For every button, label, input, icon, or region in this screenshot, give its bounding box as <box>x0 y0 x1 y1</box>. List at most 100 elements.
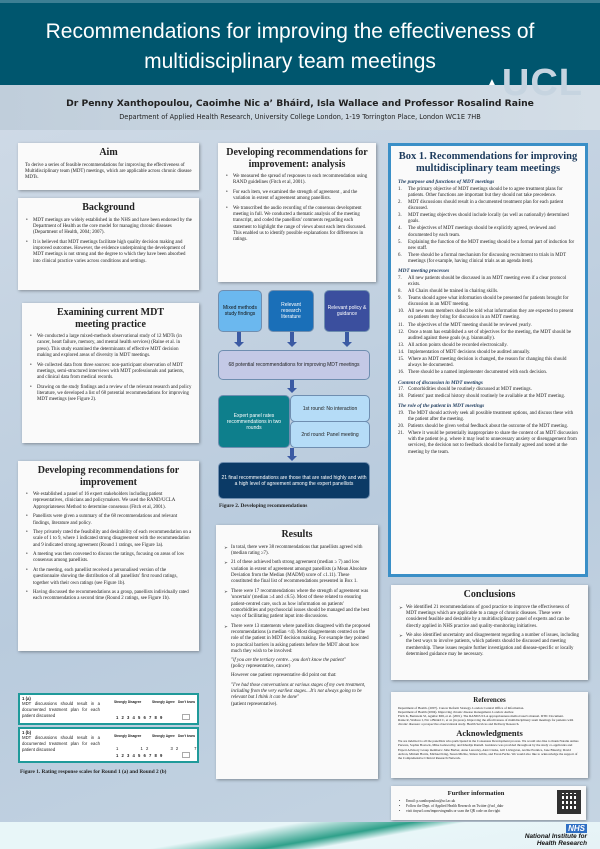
list-item: We collected data from three sources: no… <box>29 363 192 382</box>
item-text: The MDT should actively seek all possibl… <box>408 410 574 422</box>
scale-left-label: Strongly Disagree <box>114 700 142 704</box>
recommendation-item: 7. All new patients should be discussed i… <box>398 276 578 288</box>
list-item: We conducted a large mixed-methods obser… <box>29 334 192 360</box>
recommendation-item: 19.The MDT should actively seek all poss… <box>398 411 578 423</box>
website-link[interactable]: visit tinyurl.com/improvingmdts or scan … <box>398 809 554 814</box>
box1-list: 1.The primary objective of MDT meetings … <box>398 187 578 266</box>
aim-panel: Aim To derive a series of feasible recom… <box>18 143 199 190</box>
ucl-logo: ▲UCL <box>487 64 583 102</box>
flow-box-round2: 2nd round: Panel meeting <box>290 421 370 448</box>
item-number: 11. <box>398 322 404 328</box>
aim-text: To derive a series of feasible recommend… <box>25 162 192 181</box>
arrow-down-icon <box>287 332 297 347</box>
list-item: MDT meetings are widely established in t… <box>25 218 192 237</box>
recommendation-item: 8.All Chairs should be trained in chairi… <box>398 289 578 295</box>
box1-section-heading: The purpose and functions of MDT meeting… <box>398 179 495 186</box>
nihr-line-2: Health Research <box>536 840 587 847</box>
scale-label: 1 (b) <box>22 730 32 735</box>
list-item: Having discussed the recommendations as … <box>25 590 192 603</box>
recommendation-item: 6.There should be a formal mechanism for… <box>398 253 578 265</box>
box1-section-heading: MDT meeting processes <box>398 268 450 275</box>
reference-item: Department of Health (2004). Improving c… <box>398 710 515 715</box>
scale-question: MDT discussions should result in a docum… <box>22 701 100 719</box>
scale-left-label: Strongly Disagree <box>114 734 142 738</box>
list-item: They privately rated the feasibility and… <box>25 530 192 549</box>
examining-panel: Examining current MDT meeting practice W… <box>22 303 199 443</box>
flow-box-potential-recommendations: 68 potential recommendations for improvi… <box>218 350 370 380</box>
scale-right-label: Strongly Agree <box>152 700 175 704</box>
figure2-caption: Figure 2. Developing recommendations <box>219 503 308 509</box>
box1-list: 19.The MDT should actively seek all poss… <box>398 411 578 456</box>
item-number: 7. <box>398 275 402 281</box>
reference-item: Department of Health. (2007). Cancer Ref… <box>398 706 525 711</box>
examining-heading: Examining current MDT meeting practice <box>56 307 165 330</box>
round1-distribution: 1 1 2 3 2 7 <box>116 746 197 751</box>
recommendation-item: 2.MDT discussions should result in a doc… <box>398 200 578 212</box>
item-text: The objectives of MDT meetings should be… <box>408 226 556 238</box>
item-text: Patients should be given verbal feedback… <box>408 424 569 429</box>
item-text: All action points should be recorded ele… <box>408 342 508 348</box>
footer-swoosh <box>0 822 600 849</box>
conclusions-panel: Conclusions We identified 21 recommendat… <box>391 585 588 680</box>
scale-question: MDT discussions should result in a docum… <box>22 735 100 753</box>
results-panel: Results In total, there were 38 recommen… <box>216 525 378 779</box>
references-panel: References Department of Health. (2007).… <box>391 692 588 778</box>
item-number: 21. <box>398 431 405 437</box>
background-heading: Background <box>82 202 135 213</box>
list-item: We identified 21 recommendations of good… <box>398 605 581 631</box>
flow-box-expert-panel: Expert panel rates recommendations in tw… <box>218 395 290 448</box>
scale-numbers[interactable]: 1 2 3 4 5 6 7 8 9 <box>116 753 163 758</box>
further-info-panel: Further information Email: p.xanthopoulo… <box>391 786 586 820</box>
recommendation-item: 15.Where an MDT meeting decision is chan… <box>398 357 578 369</box>
item-text: Once a team has established a set of obj… <box>408 329 572 341</box>
item-number: 9. <box>398 296 402 301</box>
item-number: 1. <box>398 186 402 192</box>
dont-know-label: Don't know <box>177 734 195 738</box>
further-info-heading: Further information <box>447 790 505 797</box>
item-number: 18. <box>398 394 405 400</box>
list-item: We established a panel of 16 expert stak… <box>25 492 192 511</box>
twitter-link[interactable]: Follow the Dept. of Applied Health Resea… <box>398 804 554 809</box>
arrow-down-icon <box>287 380 297 393</box>
quote: "I've had those conversations at various… <box>231 682 366 701</box>
department-address: Department of Applied Health Research, U… <box>119 113 481 121</box>
item-text: All new team members should be told what… <box>408 309 574 321</box>
item-text: There should be a named implementer docu… <box>408 370 548 376</box>
rating-scale-round1: 1 (a) MDT discussions should result in a… <box>18 693 199 725</box>
nhs-logo: NHS <box>566 824 587 833</box>
recommendation-item: 14.Implementation of MDT decisions shoul… <box>398 350 578 356</box>
item-number: 10. <box>398 309 405 315</box>
scale-numbers[interactable]: 1 2 3 4 5 6 7 8 9 <box>116 715 163 720</box>
item-text: All new patients should be discussed in … <box>408 275 567 287</box>
item-number: 4. <box>398 226 402 232</box>
item-number: 19. <box>398 410 405 416</box>
list-item: A meeting was then convened to discuss t… <box>25 552 192 565</box>
item-text: Where an MDT meeting decision is changed… <box>408 357 567 369</box>
authors: Dr Penny Xanthopoulou, Caoimhe Nic a’ Bh… <box>66 98 534 109</box>
recommendation-item: 3.MDT meeting objectives should include … <box>398 213 578 225</box>
qr-code[interactable] <box>557 790 581 814</box>
list-item: There were 17 recommendations where the … <box>223 589 371 621</box>
item-text: Implementation of MDT decisions should b… <box>408 350 531 355</box>
recommendation-item: 18.Patients' past medical history should… <box>398 394 578 400</box>
box1-section-heading: Content of discussion in MDT meetings <box>398 379 483 386</box>
item-text: MDT discussions should result in a docum… <box>408 199 564 211</box>
conclusions-heading: Conclusions <box>463 589 516 600</box>
background-panel: Background MDT meetings are widely estab… <box>18 198 199 290</box>
recommendation-item: 4. The objectives of MDT meetings should … <box>398 226 578 238</box>
flow-box-research-literature: Relevant research literature <box>268 290 314 332</box>
dont-know-checkbox[interactable] <box>182 714 190 720</box>
item-number: 15. <box>398 357 405 363</box>
item-text: The objectives of the MDT meeting should… <box>408 322 532 328</box>
analysis-heading: Developing recommendations for improveme… <box>226 147 368 170</box>
box1-list: 7. All new patients should be discussed i… <box>398 276 578 377</box>
developing-panel: Developing recommendations for improveme… <box>18 461 199 651</box>
flow-box-study-findings: Mixed methods study findings <box>218 290 262 332</box>
item-number: 3. <box>398 213 402 219</box>
dont-know-checkbox[interactable] <box>182 752 190 758</box>
author-band <box>0 85 600 130</box>
email-link[interactable]: Email: p.xanthopoulou@ucl.ac.uk <box>398 799 554 804</box>
item-text: Where it would be potentially inappropri… <box>408 431 578 455</box>
item-text: There should be a formal mechanism for d… <box>408 252 567 264</box>
